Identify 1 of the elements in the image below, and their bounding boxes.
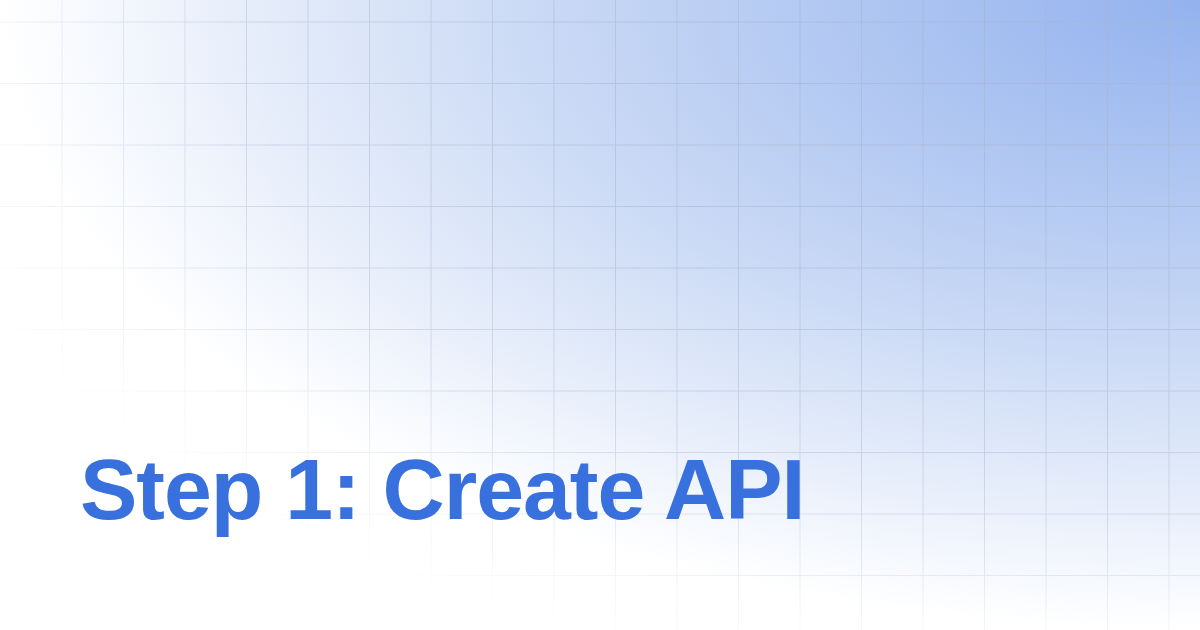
title: Step 1: Create API bbox=[80, 440, 805, 539]
